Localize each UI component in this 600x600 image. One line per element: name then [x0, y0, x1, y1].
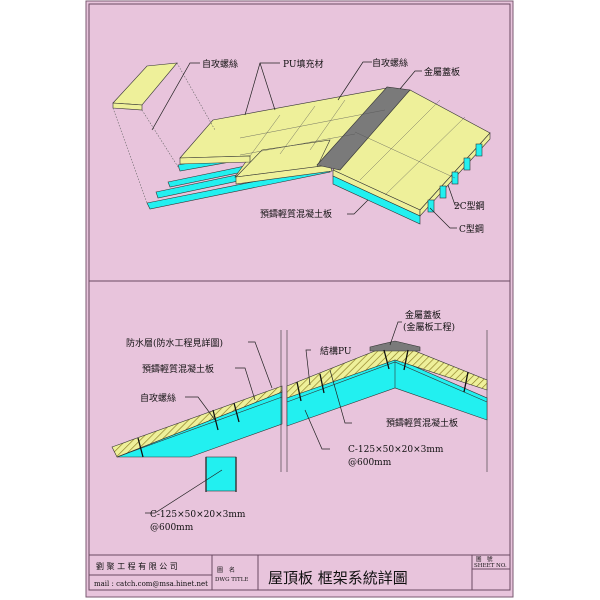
concrete-panel-edge	[235, 164, 333, 185]
label-screw-left: 自攻螺絲	[202, 58, 238, 70]
label-metal-cover-note: (金屬板工程)	[403, 321, 455, 333]
label-c-spec-left: C-125×50×20×3mm	[150, 510, 246, 520]
sheet-no-label-zh: 圖 號	[476, 555, 493, 563]
label-metal-cover: 金屬蓋板	[424, 66, 460, 78]
company-name: 劉 聚 工 程 有 限 公 司	[96, 561, 178, 571]
sheet-no-label-en: SHEET NO.	[474, 563, 507, 569]
label-pu-fill: PU填充材	[283, 58, 323, 70]
title-block	[89, 554, 510, 590]
dwg-title-label-en: DWG TITLE	[215, 577, 248, 583]
concrete-panel-left-front	[179, 155, 251, 165]
isometric-roof-view	[112, 61, 491, 229]
label-2c-steel: 2C型鋼	[454, 200, 485, 212]
company-mail: mail : catch.com@msa.hinet.net	[94, 580, 208, 588]
label-precast-panel-right: 預鑄輕質混凝土板	[386, 417, 458, 429]
label-metal-cover-section: 金屬蓋板	[405, 309, 441, 321]
label-c-spacing-right: @600mm	[348, 458, 392, 468]
metal-cover-plate	[316, 86, 411, 171]
dwg-title-label-zh: 圖 名	[217, 566, 235, 574]
label-precast-panel-left: 預鑄輕質混凝土板	[142, 363, 214, 375]
label-screw-right: 自攻螺絲	[372, 57, 408, 69]
label-c-spacing-left: @600mm	[150, 523, 194, 533]
c-steel-beam-right	[332, 175, 421, 225]
label-structural-pu: 結構PU	[320, 345, 352, 357]
label-c-spec-right: C-125×50×20×3mm	[348, 445, 444, 455]
pu-layer-left	[111, 385, 283, 458]
roof-section-view	[111, 321, 488, 514]
drawing-title: 屋頂板 框架系統詳圖	[268, 569, 408, 587]
sheet-background	[85, 0, 514, 598]
label-precast-panel: 預鑄輕質混凝土板	[260, 208, 332, 220]
label-c-steel: C型鋼	[459, 223, 484, 235]
label-screw-section: 自攻螺絲	[140, 392, 176, 404]
sheet-inner-border	[88, 3, 511, 591]
support-beam	[205, 456, 237, 492]
label-waterproof: 防水層(防水工程見詳圖)	[126, 337, 223, 349]
